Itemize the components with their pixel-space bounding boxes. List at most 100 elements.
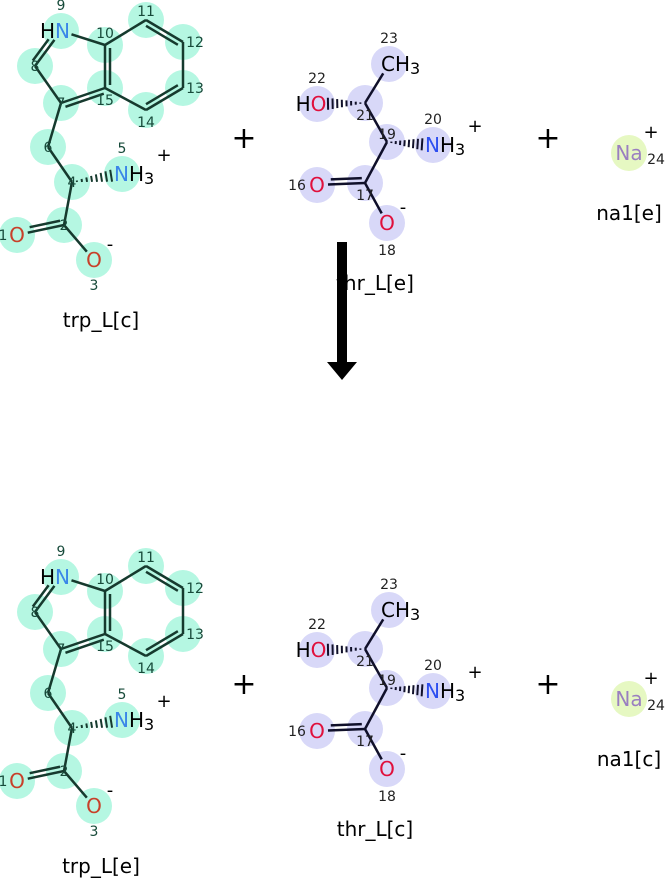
atom-index: 7 (57, 642, 66, 658)
atom-label: CH3 (381, 52, 420, 78)
atom-index: 9 (57, 544, 66, 560)
plus-sign: + (231, 667, 256, 702)
atom-index: 4 (68, 721, 77, 737)
hashed-wedge-bond (91, 176, 92, 182)
bond (328, 729, 365, 731)
element-symbol: Na (615, 687, 642, 711)
atom-index: 16 (288, 724, 306, 740)
atom-index: 14 (137, 115, 155, 131)
atom-index: 9 (57, 0, 66, 14)
atom-index: 5 (118, 687, 127, 703)
double-bond-line (331, 724, 362, 725)
element-symbol: O (86, 248, 102, 272)
element-symbol: N (114, 162, 129, 186)
atom-label: O (86, 794, 102, 818)
hashed-wedge-bond (86, 177, 87, 181)
hashed-wedge-bond (413, 139, 414, 148)
hydrogen-suffix: H (440, 133, 455, 157)
double-bond-line (331, 178, 362, 179)
atom-index: 17 (356, 188, 374, 204)
element-symbol: C (381, 598, 395, 622)
hydrogen-count: 3 (410, 59, 420, 78)
element-symbol: O (9, 223, 25, 247)
molecule-name: thr_L[c] (337, 817, 413, 841)
element-symbol: O (379, 211, 395, 235)
atom-label: O (379, 211, 395, 235)
element-symbol: C (381, 52, 395, 76)
element-symbol: N (55, 565, 70, 589)
element-symbol: O (311, 92, 327, 116)
hashed-wedge-bond (91, 722, 92, 728)
atom-index: 21 (356, 654, 374, 670)
atom-index: 3 (90, 824, 99, 840)
atom-index: 6 (44, 686, 53, 702)
hydrogen-prefix: H (40, 19, 55, 43)
arrow-head (327, 362, 357, 380)
molecule-na: 24 Na+ na1[e] (596, 122, 665, 225)
atom-index: 23 (380, 31, 398, 47)
atom-index: 8 (31, 59, 40, 75)
atom-label: HN (40, 565, 70, 589)
molecule-name: trp_L[c] (63, 308, 140, 332)
atom-index: 17 (356, 734, 374, 750)
atom-index: 20 (424, 112, 442, 128)
atom-index: 7 (57, 96, 66, 112)
plus-sign: + (231, 121, 256, 156)
atom-index: 12 (186, 581, 204, 597)
arrow-shaft (337, 242, 347, 364)
hydrogen-count: 3 (144, 169, 154, 188)
charge-sign: - (400, 197, 407, 218)
atom-index: 16 (288, 178, 306, 194)
hydrogen-count: 3 (144, 715, 154, 734)
hydrogen-prefix: H (40, 565, 55, 589)
atom-label: O (86, 248, 102, 272)
atom-index: 13 (186, 81, 204, 97)
charge-sign: - (107, 780, 114, 801)
atom-index: 10 (96, 572, 114, 588)
hydrogen-count: 3 (410, 605, 420, 624)
element-symbol: O (86, 794, 102, 818)
element-symbol: O (309, 719, 325, 743)
element-symbol: N (114, 708, 129, 732)
atom-index: 6 (44, 140, 53, 156)
atom-index: 2 (60, 218, 69, 234)
atom-label: HN (40, 19, 70, 43)
atom-index: 20 (424, 658, 442, 674)
atom-label: CH3 (381, 598, 420, 624)
charge-sign: + (643, 122, 658, 143)
molecule-name: na1[e] (596, 201, 662, 225)
atom-index: 24 (647, 152, 665, 168)
hashed-wedge-bond (417, 685, 418, 695)
atom-label: NH3 (114, 708, 154, 734)
atom-index: 15 (96, 93, 114, 109)
atom-label: NH3 (114, 162, 154, 188)
atom-label: HO (296, 638, 327, 662)
reaction-arrow (327, 242, 357, 380)
atom-label: O (309, 173, 325, 197)
charge-sign: + (156, 145, 171, 166)
atom-index: 3 (90, 278, 99, 294)
element-symbol: N (55, 19, 70, 43)
hashed-wedge-bond (101, 719, 102, 728)
atom-index: 24 (647, 698, 665, 714)
atom-label: HO (296, 92, 327, 116)
hydrogen-prefix: H (296, 92, 311, 116)
element-symbol: O (379, 757, 395, 781)
atom-index: 11 (137, 550, 155, 566)
atom-label: NH3 (425, 679, 465, 705)
atom-index: 11 (137, 4, 155, 20)
element-symbol: Na (615, 141, 642, 165)
hydrogen-prefix: H (296, 638, 311, 662)
hydrogen-count: 3 (455, 686, 465, 705)
hashed-wedge-bond (86, 723, 87, 727)
hashed-wedge-bond (422, 684, 423, 696)
charge-sign: - (107, 234, 114, 255)
charge-sign: + (467, 662, 482, 683)
atom-label: O (379, 757, 395, 781)
charge-sign: + (643, 668, 658, 689)
